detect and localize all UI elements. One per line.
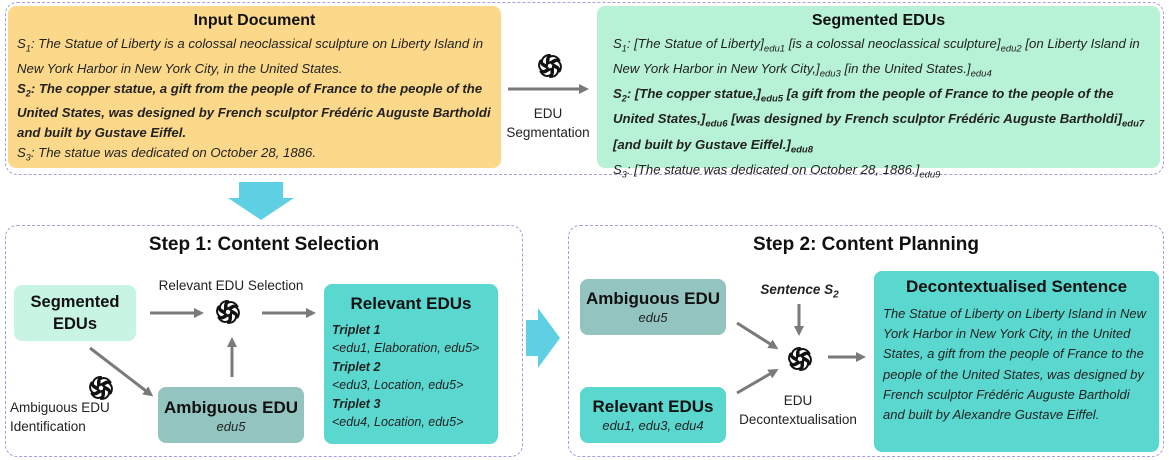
- triplet-2-label: Triplet 2: [332, 359, 381, 374]
- step1-segmented-edus-box: Segmented EDUs: [14, 285, 136, 341]
- relevant2-to-logo-arrow: [736, 368, 779, 395]
- step1-relevant-edus-title: Relevant EDUs: [350, 294, 472, 313]
- step2-title: Step 2: Content Planning: [753, 234, 979, 255]
- edu-segmentation-label: EDU Segmentation: [506, 106, 590, 140]
- big-down-arrow: [228, 182, 294, 220]
- step1-ambiguous-edu-value: edu5: [216, 419, 246, 434]
- triplet-1-label: Triplet 1: [332, 323, 381, 337]
- segmented-sentence-3: S3: [The statue was dedicated on October…: [613, 161, 941, 181]
- input-document-box: Input Document S1: The Statue of Liberty…: [8, 6, 501, 168]
- step1-title: Step 1: Content Selection: [148, 234, 380, 255]
- decontextualised-sentence-title: Decontextualised Sentence: [905, 277, 1128, 296]
- input-document-title: Input Document: [193, 12, 316, 29]
- triplet-1-value: <edu1, Elaboration, edu5>: [332, 341, 480, 356]
- ambiguous2-to-logo-arrow: [736, 321, 779, 350]
- edu-segment: [was designed by French sculptor Frédéri…: [731, 111, 1122, 127]
- triplet-list: Triplet 1 <edu1, Elaboration, edu5> Trip…: [324, 315, 498, 431]
- segmented-edus-title: Segmented EDUs: [811, 12, 946, 29]
- step1-segmented-edus-label: Segmented EDUs: [30, 293, 120, 333]
- edu-segment: [on Liberty Island in New York Harbor in…: [613, 36, 1140, 77]
- step1-ambiguous-edu-box: Ambiguous EDU edu5: [158, 387, 304, 443]
- step2-relevant-edus-box: Relevant EDUs edu1, edu3, edu4: [580, 387, 726, 443]
- input-document-text: S1: The Statue of Liberty is a colossal …: [17, 36, 491, 163]
- relevant-edu-selection-label: Relevant EDU Selection: [158, 278, 304, 293]
- edu-segment: [The copper statue,]: [634, 86, 761, 102]
- segmented-to-ambiguous-arrow: [89, 346, 154, 397]
- edu-segment: [The statue was dedicated on October 28,…: [634, 161, 920, 177]
- step1-relevant-edus-box: Relevant EDUs Triplet 1 <edu1, Elaborati…: [324, 284, 498, 444]
- edu-segment: [a gift from the people of France to the…: [613, 86, 1114, 127]
- top-panel: [5, 2, 1164, 175]
- decontextualised-sentence-text: The Statue of Liberty on Liberty Island …: [883, 306, 1147, 423]
- step1-panel: [5, 225, 523, 457]
- sentence-s2-label: Sentence S2: [760, 282, 839, 301]
- segmented-sentence-1: S1: [The Statue of Liberty]edu1 [is a co…: [613, 36, 1140, 80]
- edu-segment: [The Statue of Liberty]: [634, 36, 764, 51]
- step2-ambiguous-edu-box: Ambiguous EDU edu5: [580, 279, 726, 335]
- step2-ambiguous-edu-title: Ambiguous EDU: [585, 289, 721, 308]
- edu-segment: [in the United States.]: [844, 61, 971, 77]
- ambiguous-edu-identification-label: Ambiguous EDU Identification: [10, 400, 110, 434]
- edu-segment: [and built by Gustave Eiffel.]: [613, 136, 791, 152]
- edu-segment: [is a colossal neoclassical sculpture]: [788, 36, 1001, 51]
- big-right-arrow: [526, 308, 560, 368]
- edu-decontextualisation-label: EDU Decontextualisation: [739, 393, 857, 427]
- openai-logo-icon: [785, 344, 815, 379]
- decontextualised-sentence-box: Decontextualised Sentence The Statue of …: [874, 271, 1159, 452]
- step1-ambiguous-edu-title: Ambiguous EDU: [163, 398, 299, 417]
- triplet-3-label: Triplet 3: [332, 396, 381, 411]
- step2-relevant-edus-title: Relevant EDUs: [592, 397, 714, 416]
- triplet-2-value: <edu3, Location, edu5>: [332, 378, 464, 393]
- segmented-sentence-2: S2: [The copper statue,]edu5 [a gift fro…: [613, 86, 1145, 156]
- step2-panel: [568, 225, 1164, 457]
- step2-relevant-edus-value: edu1, edu3, edu4: [602, 418, 704, 433]
- segmented-edus-box: Segmented EDUs S1: [The Statue of Libert…: [597, 6, 1160, 180]
- segmented-edus-text: S1: [The Statue of Liberty]edu1 [is a co…: [597, 30, 1160, 185]
- openai-logo-icon: [213, 297, 243, 332]
- openai-logo-icon: [86, 373, 116, 408]
- step2-ambiguous-edu-value: edu5: [638, 310, 668, 325]
- openai-logo-icon: [535, 51, 565, 86]
- triplet-3-value: <edu4, Location, edu5>: [332, 415, 464, 430]
